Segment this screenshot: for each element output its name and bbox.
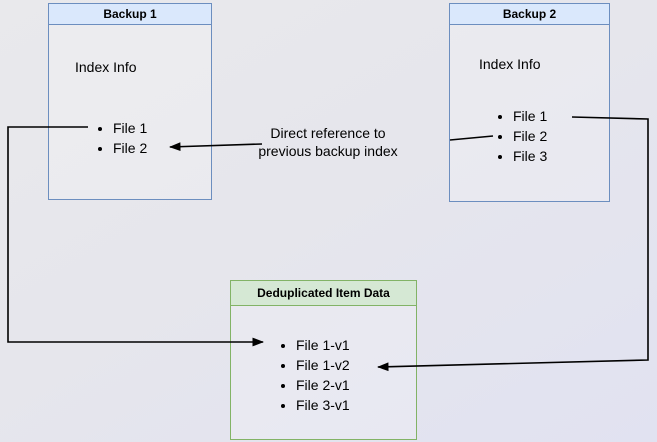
list-item: File 2 <box>513 126 547 146</box>
backup2-title: Backup 2 <box>502 7 557 21</box>
backup1-box: Backup 1 Index Info File 1 File 2 <box>48 3 212 200</box>
list-item: File 1 <box>513 106 547 126</box>
backup1-subtitle: Index Info <box>75 59 137 75</box>
list-item: File 2 <box>113 138 147 158</box>
backup1-title: Backup 1 <box>103 7 157 21</box>
list-item: File 3-v1 <box>296 395 350 415</box>
list-item: File 3 <box>513 146 547 166</box>
backup2-header: Backup 2 <box>450 4 609 25</box>
list-item: File 2-v1 <box>296 375 350 395</box>
edge-label-direct-reference: Direct reference to previous backup inde… <box>248 124 408 160</box>
backup1-file-list: File 1 File 2 <box>113 118 147 158</box>
list-item: File 1 <box>113 118 147 138</box>
edge-label-line1: Direct reference to <box>270 125 386 141</box>
dedup-box: Deduplicated Item Data File 1-v1 File 1-… <box>230 280 417 440</box>
dedup-title: Deduplicated Item Data <box>257 286 390 300</box>
dedup-header: Deduplicated Item Data <box>231 281 416 306</box>
dedup-file-list: File 1-v1 File 1-v2 File 2-v1 File 3-v1 <box>296 335 350 415</box>
list-item: File 1-v2 <box>296 355 350 375</box>
edge-label-line2: previous backup index <box>258 143 398 159</box>
backup2-subtitle: Index Info <box>479 56 541 72</box>
backup2-file-list: File 1 File 2 File 3 <box>513 106 547 166</box>
backup2-box: Backup 2 Index Info File 1 File 2 File 3 <box>449 3 610 202</box>
backup1-header: Backup 1 <box>49 4 211 25</box>
list-item: File 1-v1 <box>296 335 350 355</box>
